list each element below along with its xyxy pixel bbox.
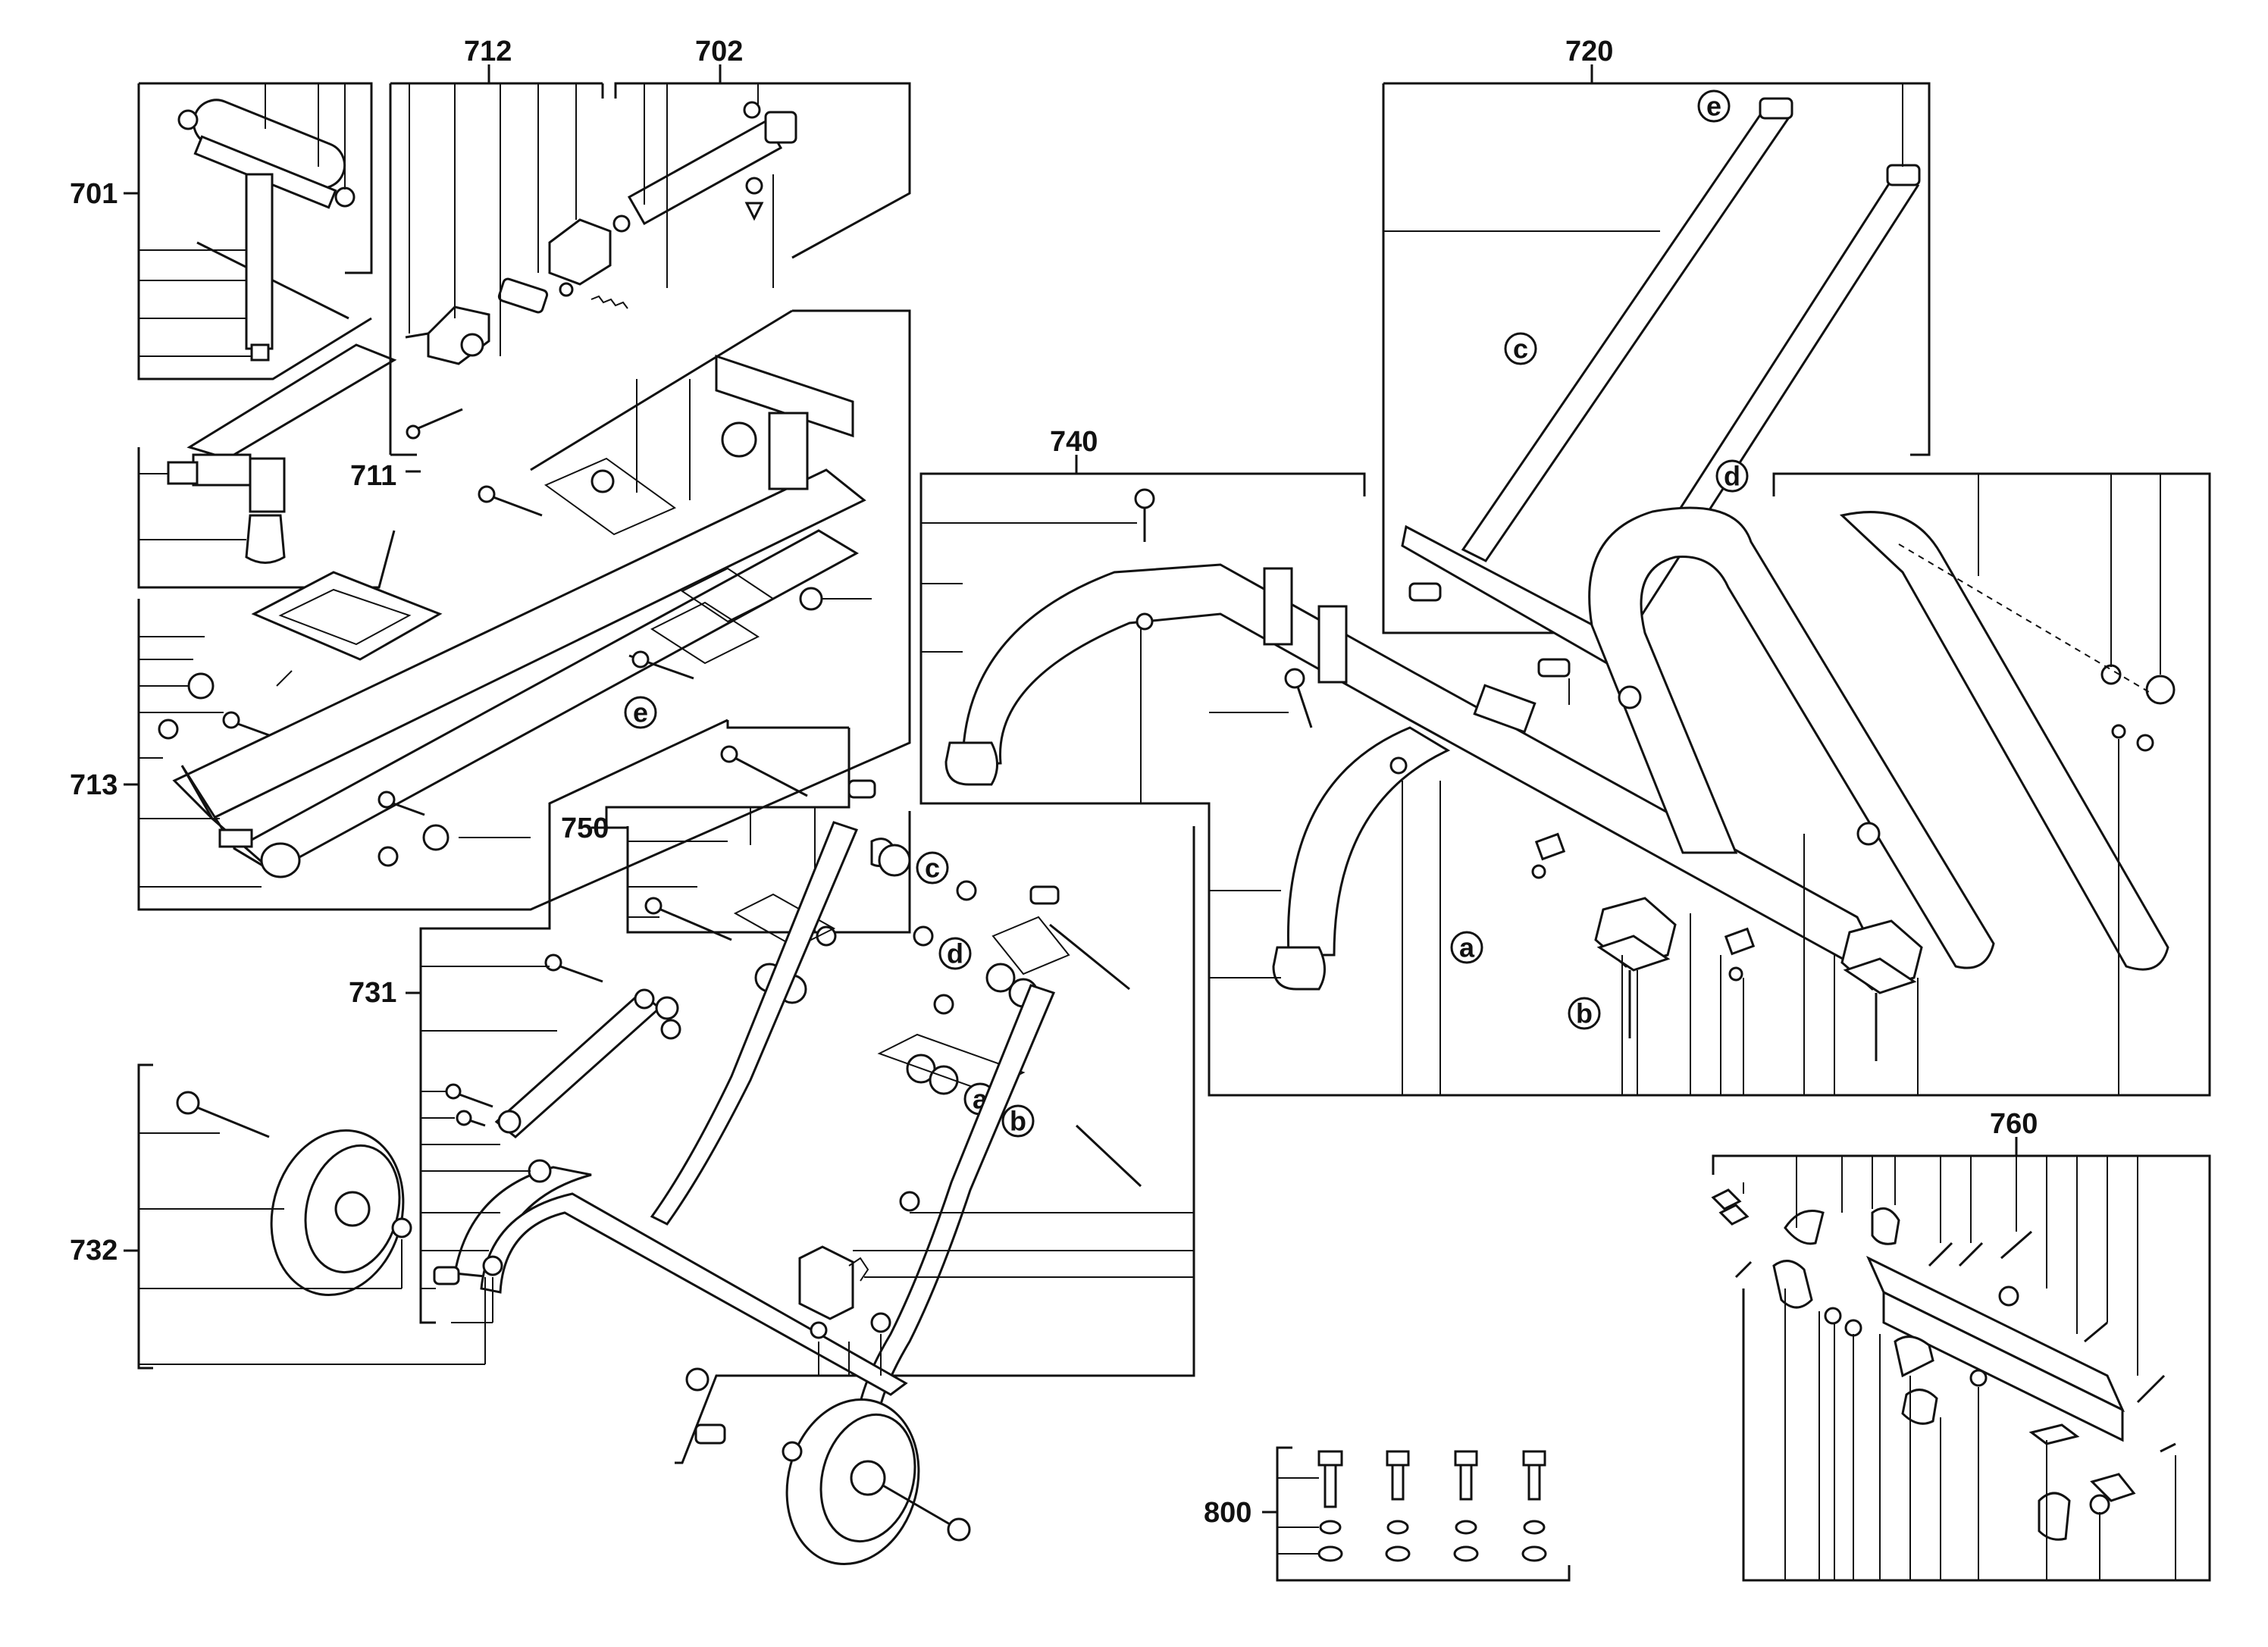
callout-b-left: b bbox=[1001, 1104, 1035, 1138]
callout-e-lower: e bbox=[624, 696, 657, 729]
group-713: 713 bbox=[70, 309, 911, 911]
svg-text:b: b bbox=[1576, 998, 1593, 1029]
group-701: 701 bbox=[70, 82, 373, 380]
label-711: 711 bbox=[350, 460, 396, 492]
group-712-702: 712 702 bbox=[389, 36, 911, 456]
svg-text:a: a bbox=[1459, 932, 1475, 963]
group-760: 760 bbox=[1711, 1108, 2211, 1582]
svg-text:d: d bbox=[947, 938, 963, 969]
callout-e-upper: e bbox=[1697, 89, 1731, 123]
svg-text:e: e bbox=[633, 697, 648, 728]
svg-text:c: c bbox=[925, 853, 940, 884]
label-720: 720 bbox=[1565, 36, 1613, 67]
label-731: 731 bbox=[349, 977, 396, 1009]
group-800: 800 bbox=[1204, 1446, 1571, 1582]
label-750: 750 bbox=[561, 813, 609, 844]
label-760: 760 bbox=[1990, 1108, 2038, 1140]
group-731: 731 bbox=[349, 719, 1195, 1464]
label-701: 701 bbox=[70, 178, 117, 210]
callout-c-left: c bbox=[916, 851, 949, 885]
callout-d-left: d bbox=[938, 937, 972, 970]
label-732: 732 bbox=[70, 1235, 117, 1267]
svg-text:e: e bbox=[1706, 91, 1721, 122]
group-732: 732 bbox=[70, 1063, 971, 1566]
label-713: 713 bbox=[70, 769, 117, 801]
group-740: 740 bbox=[919, 426, 2211, 1097]
group-720: 720 bbox=[1382, 36, 1931, 705]
callout-b-right: b bbox=[1568, 997, 1601, 1030]
label-740: 740 bbox=[1050, 426, 1098, 458]
label-702: 702 bbox=[695, 36, 743, 67]
svg-text:c: c bbox=[1513, 333, 1528, 365]
callout-a-right: a bbox=[1450, 931, 1483, 964]
callout-d-upper: d bbox=[1715, 459, 1749, 493]
label-800: 800 bbox=[1204, 1497, 1251, 1529]
svg-text:b: b bbox=[1010, 1106, 1026, 1137]
callout-c-upper: c bbox=[1504, 332, 1537, 365]
group-750: 750 bbox=[561, 728, 1142, 1188]
label-712: 712 bbox=[464, 36, 512, 67]
group-701-lower bbox=[137, 343, 397, 589]
svg-text:d: d bbox=[1724, 461, 1740, 492]
